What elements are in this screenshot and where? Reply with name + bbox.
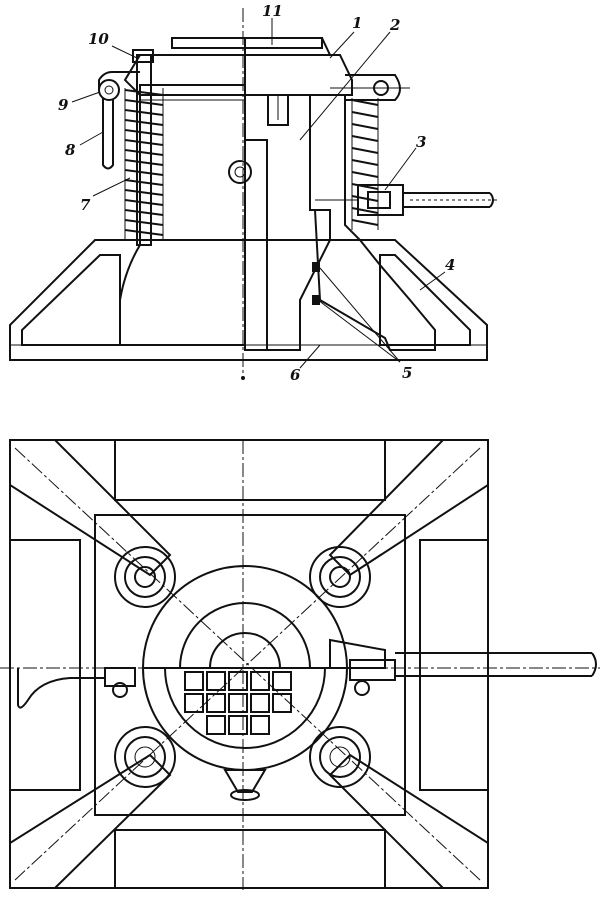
housing-left-half bbox=[119, 84, 246, 346]
plan-fitting-right bbox=[349, 659, 396, 696]
base-flange bbox=[9, 239, 488, 361]
callout-4: 4 bbox=[445, 256, 455, 274]
right-lug bbox=[330, 74, 410, 101]
callout-6: 6 bbox=[290, 366, 301, 384]
callout-3: 3 bbox=[416, 133, 426, 151]
seal-lower bbox=[312, 295, 320, 305]
bolt-boss-tr bbox=[309, 546, 371, 608]
callout-11: 11 bbox=[262, 2, 283, 20]
head-section bbox=[244, 54, 353, 96]
plan-view bbox=[0, 439, 600, 890]
callout-2: 2 bbox=[389, 16, 400, 34]
callout-1: 1 bbox=[352, 14, 362, 32]
cylinder-plan-upper bbox=[141, 565, 349, 669]
cap bbox=[171, 37, 323, 49]
callout-5: 5 bbox=[402, 364, 412, 382]
callout-labels: 11 1 2 3 4 5 6 7 8 9 10 bbox=[58, 2, 455, 384]
oil-fitting bbox=[315, 184, 404, 216]
spring-left bbox=[124, 54, 164, 246]
cylinder-wall bbox=[309, 94, 436, 351]
center-boss bbox=[228, 160, 252, 184]
leader-lines bbox=[71, 18, 446, 369]
base-outline bbox=[9, 439, 489, 889]
callout-10: 10 bbox=[88, 30, 109, 48]
spring-right bbox=[351, 98, 379, 230]
grid-mesh bbox=[184, 671, 292, 735]
bolt-boss-tl bbox=[114, 546, 176, 608]
plan-oil-pipe bbox=[395, 652, 597, 677]
retaining-latch bbox=[98, 71, 140, 170]
section-elevation-view bbox=[9, 8, 500, 380]
callout-8: 8 bbox=[65, 141, 76, 159]
plan-fitting-left bbox=[17, 667, 136, 709]
seal-upper bbox=[312, 262, 320, 272]
plunger-rod bbox=[244, 139, 268, 351]
callout-7: 7 bbox=[80, 196, 91, 214]
piston bbox=[244, 94, 331, 351]
cylinder-plan-lower bbox=[141, 667, 349, 771]
bolt-boss-br bbox=[309, 726, 371, 788]
bolt-boss-bl bbox=[114, 726, 176, 788]
callout-9: 9 bbox=[58, 96, 69, 114]
oil-pipe bbox=[403, 192, 500, 208]
